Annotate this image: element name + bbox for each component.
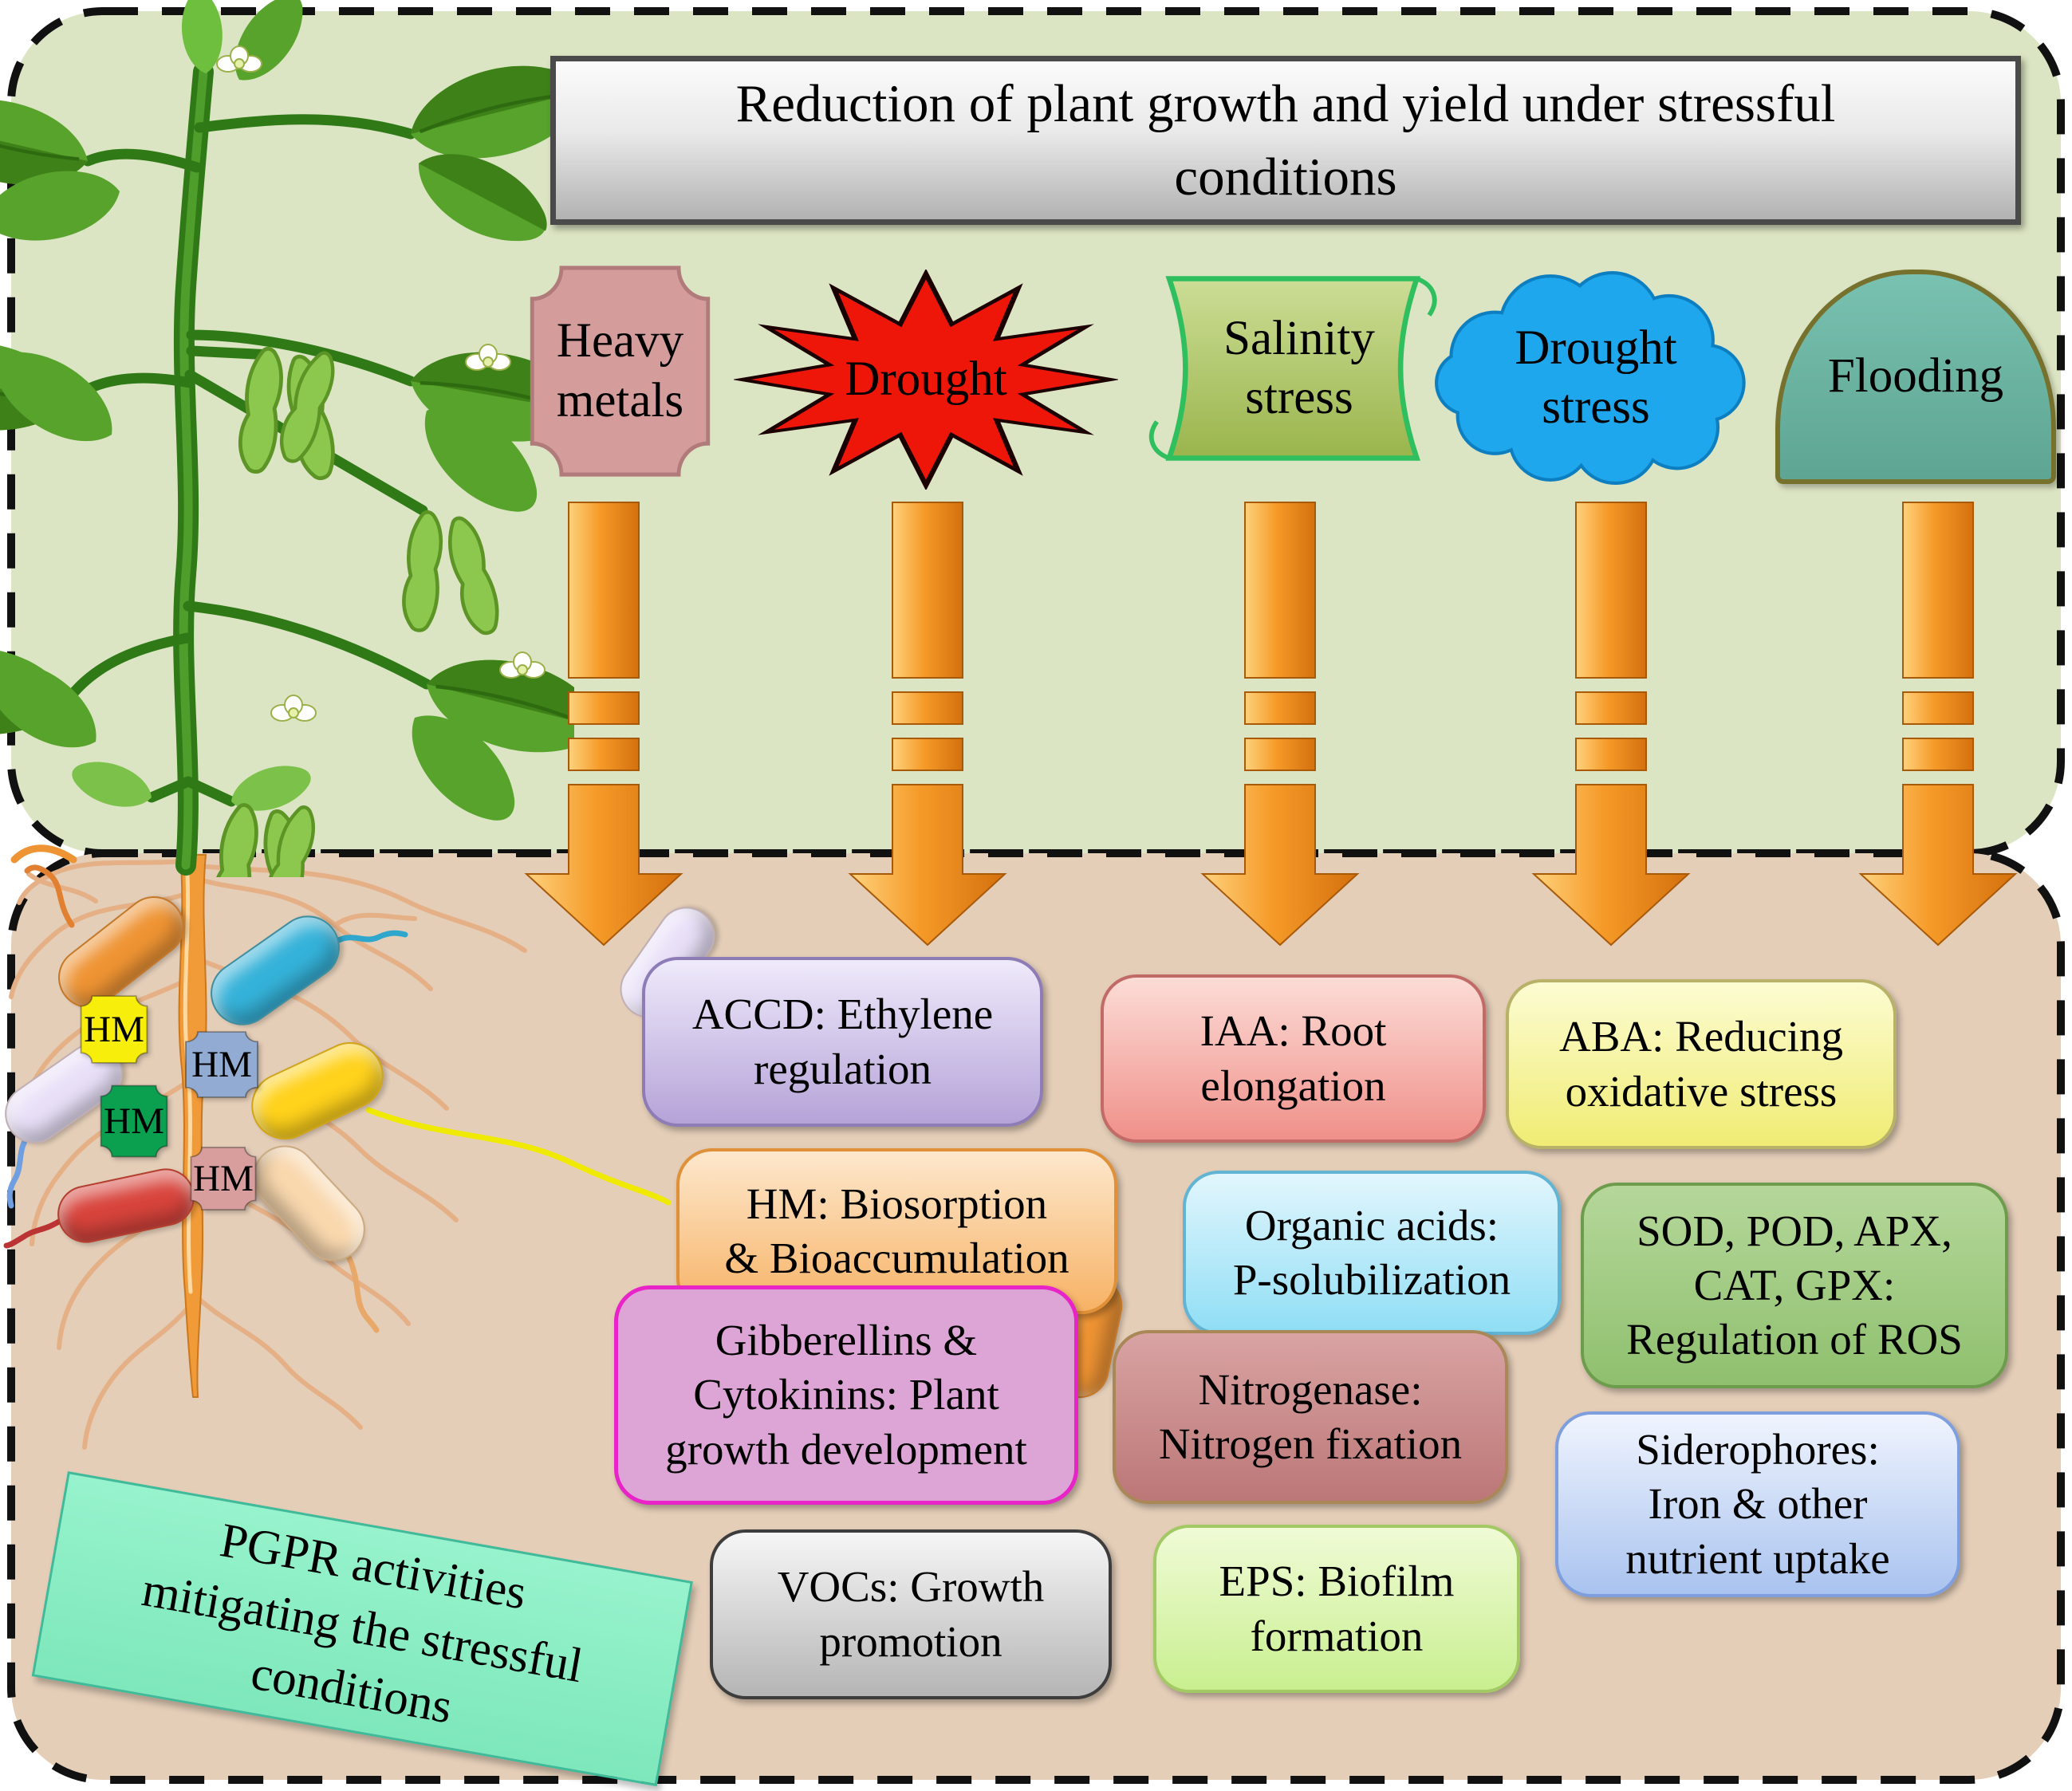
plant-illustration <box>0 0 574 877</box>
bean-pods-icon <box>211 346 499 877</box>
cloud-icon <box>1435 271 1746 485</box>
stress-label: Heavy metals <box>556 314 684 427</box>
box-label: Nitrogenase: Nitrogen fixation <box>1158 1364 1463 1468</box>
box-eps: EPS: Biofilm formation <box>1153 1525 1520 1693</box>
box-nitrogenase: Nitrogenase: Nitrogen fixation <box>1113 1330 1508 1504</box>
hm-tag-green: HM <box>97 1082 171 1160</box>
down-arrow-icon <box>1200 502 1360 947</box>
stress-drought: Drought <box>734 270 1118 490</box>
down-arrow-icon <box>848 502 1007 947</box>
stress-heavy-metals: Heavy metals <box>522 258 718 485</box>
box-label: IAA: Root elongation <box>1199 1006 1387 1110</box>
box-label: ABA: Reducing oxidative stress <box>1559 1012 1843 1116</box>
box-label: HM: Biosorption & Bioaccumulation <box>724 1179 1069 1282</box>
box-label: ACCD: Ethylene regulation <box>691 990 994 1093</box>
box-organic-acids: Organic acids: P-solubilization <box>1183 1171 1561 1335</box>
down-arrow-icon <box>1531 502 1691 947</box>
stress-drought-cloud: Drought stress <box>1433 271 1759 485</box>
plaque-shape-icon <box>530 266 711 477</box>
scroll-shape-icon <box>1148 276 1437 461</box>
starburst-icon <box>734 270 1118 490</box>
hm-tag-blue: HM <box>182 1029 262 1100</box>
box-gibberellins: Gibberellins & Cytokinins: Plant growth … <box>614 1285 1078 1505</box>
down-arrow-icon <box>1858 502 2018 947</box>
down-arrow-icon <box>524 502 683 947</box>
box-label: SOD, POD, APX, CAT, GPX: Regulation of R… <box>1626 1206 1963 1364</box>
box-sod-pod-apx: SOD, POD, APX, CAT, GPX: Regulation of R… <box>1581 1183 2008 1388</box>
stress-label: Salinity stress <box>1223 311 1375 424</box>
title-banner: Reduction of plant growth and yield unde… <box>550 56 2021 225</box>
box-siderophores: Siderophores: Iron & other nutrient upta… <box>1555 1411 1960 1597</box>
box-label: Siderophores: Iron & other nutrient upta… <box>1625 1425 1890 1583</box>
stress-salinity: Salinity stress <box>1144 270 1454 467</box>
hm-tag-label: HM <box>193 1158 254 1199</box>
box-label: Gibberellins & Cytokinins: Plant growth … <box>665 1316 1027 1474</box>
box-label: Organic acids: P-solubilization <box>1232 1200 1511 1304</box>
box-accd: ACCD: Ethylene regulation <box>642 957 1043 1127</box>
title-text: Reduction of plant growth and yield unde… <box>735 73 1836 207</box>
stress-label: Drought <box>845 352 1007 406</box>
plant-flowers-icon <box>216 45 546 722</box>
stress-label: Flooding <box>1827 349 2004 403</box>
box-label: VOCs: Growth promotion <box>777 1562 1045 1666</box>
box-vocs: VOCs: Growth promotion <box>710 1529 1112 1699</box>
hm-tag-label: HM <box>191 1044 252 1085</box>
box-aba: ABA: Reducing oxidative stress <box>1506 979 1897 1149</box>
box-label: EPS: Biofilm formation <box>1219 1557 1455 1660</box>
hm-tag-yellow: HM <box>77 993 151 1066</box>
bacteria-flagella-icon <box>3 864 672 1333</box>
stress-label: Drought stress <box>1515 321 1677 434</box>
box-iaa: IAA: Root elongation <box>1101 974 1486 1143</box>
hm-tag-pink: HM <box>187 1144 259 1213</box>
plant-leaves-icon <box>0 0 574 821</box>
hm-tag-label: HM <box>84 1009 144 1050</box>
hm-tag-label: HM <box>104 1100 164 1142</box>
